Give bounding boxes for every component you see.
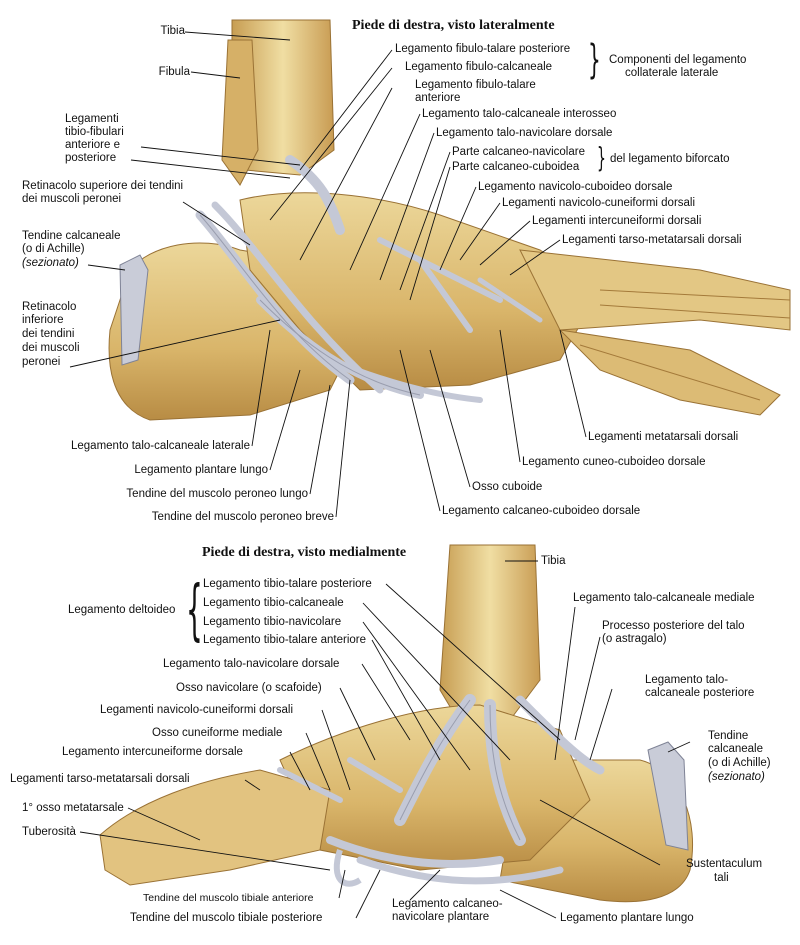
label-fibulo-calcaneale: Legamento fibulo-calcaneale <box>405 61 553 73</box>
label-calcaneo-navicolare: Parte calcaneo-navicolare <box>452 146 585 158</box>
lateral-achilles-stump <box>119 254 149 366</box>
label-tibio-navicolare: Legamento tibio-navicolare <box>203 616 342 628</box>
label-tarso-metatarsali-med: Legamenti tarso-metatarsali dorsali <box>10 773 190 785</box>
label-retinacolo-inf-5: peronei <box>22 356 61 368</box>
brace-deltoideo: { <box>186 571 203 648</box>
label-retinacolo-inf-1: Retinacolo <box>22 301 77 313</box>
label-componenti-2: collaterale laterale <box>625 67 719 79</box>
label-achille-med-4: (sezionato) <box>708 771 765 783</box>
label-talo-calcaneale-post-2: calcaneale posteriore <box>645 687 755 699</box>
lateral-metatarsals <box>519 249 791 331</box>
label-processo-post-2: (o astragalo) <box>602 633 667 645</box>
label-tibio-talare-post: Legamento tibio-talare posteriore <box>203 578 372 590</box>
label-retinacolo-sup-2: dei muscoli peronei <box>22 193 122 205</box>
label-retinacolo-sup-1: Retinacolo superiore dei tendini <box>22 180 184 192</box>
label-achille-med-1: Tendine <box>708 730 749 742</box>
label-cuneiforme-mediale: Osso cuneiforme mediale <box>152 727 283 739</box>
label-achille-lat-2: (o di Achille) <box>22 243 85 255</box>
label-tibiale-anteriore: Tendine del muscolo tibiale anteriore <box>143 892 314 904</box>
label-talo-navicolare-dorsale-lat: Legamento talo-navicolare dorsale <box>436 127 613 139</box>
label-tarso-metatarsali-lat: Legamenti tarso-metatarsali dorsali <box>562 234 742 246</box>
label-calcaneo-navicolare-pl-1: Legamento calcaneo- <box>392 898 503 910</box>
label-tibiofibular-3: anteriore e <box>65 139 120 151</box>
medial-tibia-bone <box>439 544 541 721</box>
label-achille-lat-1: Tendine calcaneale <box>22 230 121 242</box>
label-fibulo-talare-ant-1: Legamento fibulo-talare <box>415 79 536 91</box>
label-osso-navicolare: Osso navicolare (o scafoide) <box>176 682 322 694</box>
medial-leader-lines <box>79 560 691 919</box>
label-tibiofibular-1: Legamenti <box>65 113 119 125</box>
medial-foot-illustration <box>99 544 694 903</box>
medial-achilles-stump <box>647 741 689 851</box>
label-achille-lat-3: (sezionato) <box>22 257 79 269</box>
label-calcaneo-cuboidea: Parte calcaneo-cuboidea <box>452 161 580 173</box>
label-tibiofibular-4: posteriore <box>65 152 117 164</box>
label-plantare-lungo-med: Legamento plantare lungo <box>560 912 694 924</box>
lateral-view-title: Piede di destra, visto lateralmente <box>352 18 555 33</box>
lateral-foot-illustration <box>108 19 791 421</box>
label-retinacolo-inf-3: dei tendini <box>22 328 75 340</box>
brace-collaterale: } <box>588 37 601 83</box>
label-retinacolo-inf-2: inferiore <box>22 314 64 326</box>
label-deltoideo: Legamento deltoideo <box>68 604 176 616</box>
label-peroneo-breve: Tendine del muscolo peroneo breve <box>151 511 334 523</box>
label-achille-med-2: calcaneale <box>708 743 763 755</box>
label-tibio-calcaneale: Legamento tibio-calcaneale <box>203 597 344 609</box>
label-talo-calcaneale-lat: Legamento talo-calcaneale laterale <box>70 440 250 452</box>
label-navicolo-cuneiformi-lat: Legamenti navicolo-cuneiformi dorsali <box>502 197 696 209</box>
label-calcaneo-cuboideo-dors: Legamento calcaneo-cuboideo dorsale <box>442 505 641 517</box>
label-tibiofibular-2: tibio-fibulari <box>65 126 124 138</box>
label-navicolo-cuneiformi-med: Legamenti navicolo-cuneiformi dorsali <box>100 704 294 716</box>
label-achille-med-3: (o di Achille) <box>708 757 771 769</box>
label-cuneo-cuboideo: Legamento cuneo-cuboideo dorsale <box>522 456 706 468</box>
label-talo-calcaneale-mediale: Legamento talo-calcaneale mediale <box>573 592 755 604</box>
label-sustentaculum-1: Sustentaculum <box>686 858 763 870</box>
label-metatarsali-dorsali: Legamenti metatarsali dorsali <box>588 431 739 443</box>
brace-biforcato: } <box>597 141 606 174</box>
medial-midfoot-bones <box>279 704 591 871</box>
medial-first-metatarsal <box>99 769 331 886</box>
label-osso-cuboide: Osso cuboide <box>472 481 543 493</box>
label-navicolo-cuboideo: Legamento navicolo-cuboideo dorsale <box>478 181 673 193</box>
label-primo-metatarsale: 1° osso metatarsale <box>22 802 124 814</box>
label-talo-calcaneale-interosseo: Legamento talo-calcaneale interosseo <box>422 108 617 120</box>
label-tibiale-posteriore: Tendine del muscolo tibiale posteriore <box>130 912 323 924</box>
label-componenti-1: Componenti del legamento <box>609 54 747 66</box>
label-fibulo-talare-post: Legamento fibulo-talare posteriore <box>395 43 571 55</box>
label-sustentaculum-2: tali <box>714 872 729 884</box>
label-intercuneiformi-lat: Legamenti intercuneiformi dorsali <box>532 215 702 227</box>
label-processo-post-1: Processo posteriore del talo <box>602 620 745 632</box>
medial-view-title: Piede di destra, visto medialmente <box>202 545 407 560</box>
label-tibia-lateral: Tibia <box>160 25 186 37</box>
label-intercuneiforme-med: Legamento intercuneiforme dorsale <box>62 746 243 758</box>
lateral-fibula-bone <box>221 39 259 186</box>
label-biforcato: del legamento biforcato <box>610 153 730 165</box>
label-peroneo-lungo: Tendine del muscolo peroneo lungo <box>126 488 308 500</box>
label-talo-calcaneale-post-1: Legamento talo- <box>645 674 729 686</box>
label-talo-navicolare-dorsale-med: Legamento talo-navicolare dorsale <box>163 658 340 670</box>
label-tibia-medial: Tibia <box>541 555 566 567</box>
label-tibio-talare-ant: Legamento tibio-talare anteriore <box>203 634 367 646</box>
lateral-leader-lines <box>69 31 587 518</box>
label-plantare-lungo-lat: Legamento plantare lungo <box>134 464 268 476</box>
label-fibula: Fibula <box>158 66 190 78</box>
label-calcaneo-navicolare-pl-2: navicolare plantare <box>392 911 490 923</box>
label-retinacolo-inf-4: dei muscoli <box>22 342 80 354</box>
label-tuberosita: Tuberosità <box>22 826 76 838</box>
label-fibulo-talare-ant-2: anteriore <box>415 92 461 104</box>
